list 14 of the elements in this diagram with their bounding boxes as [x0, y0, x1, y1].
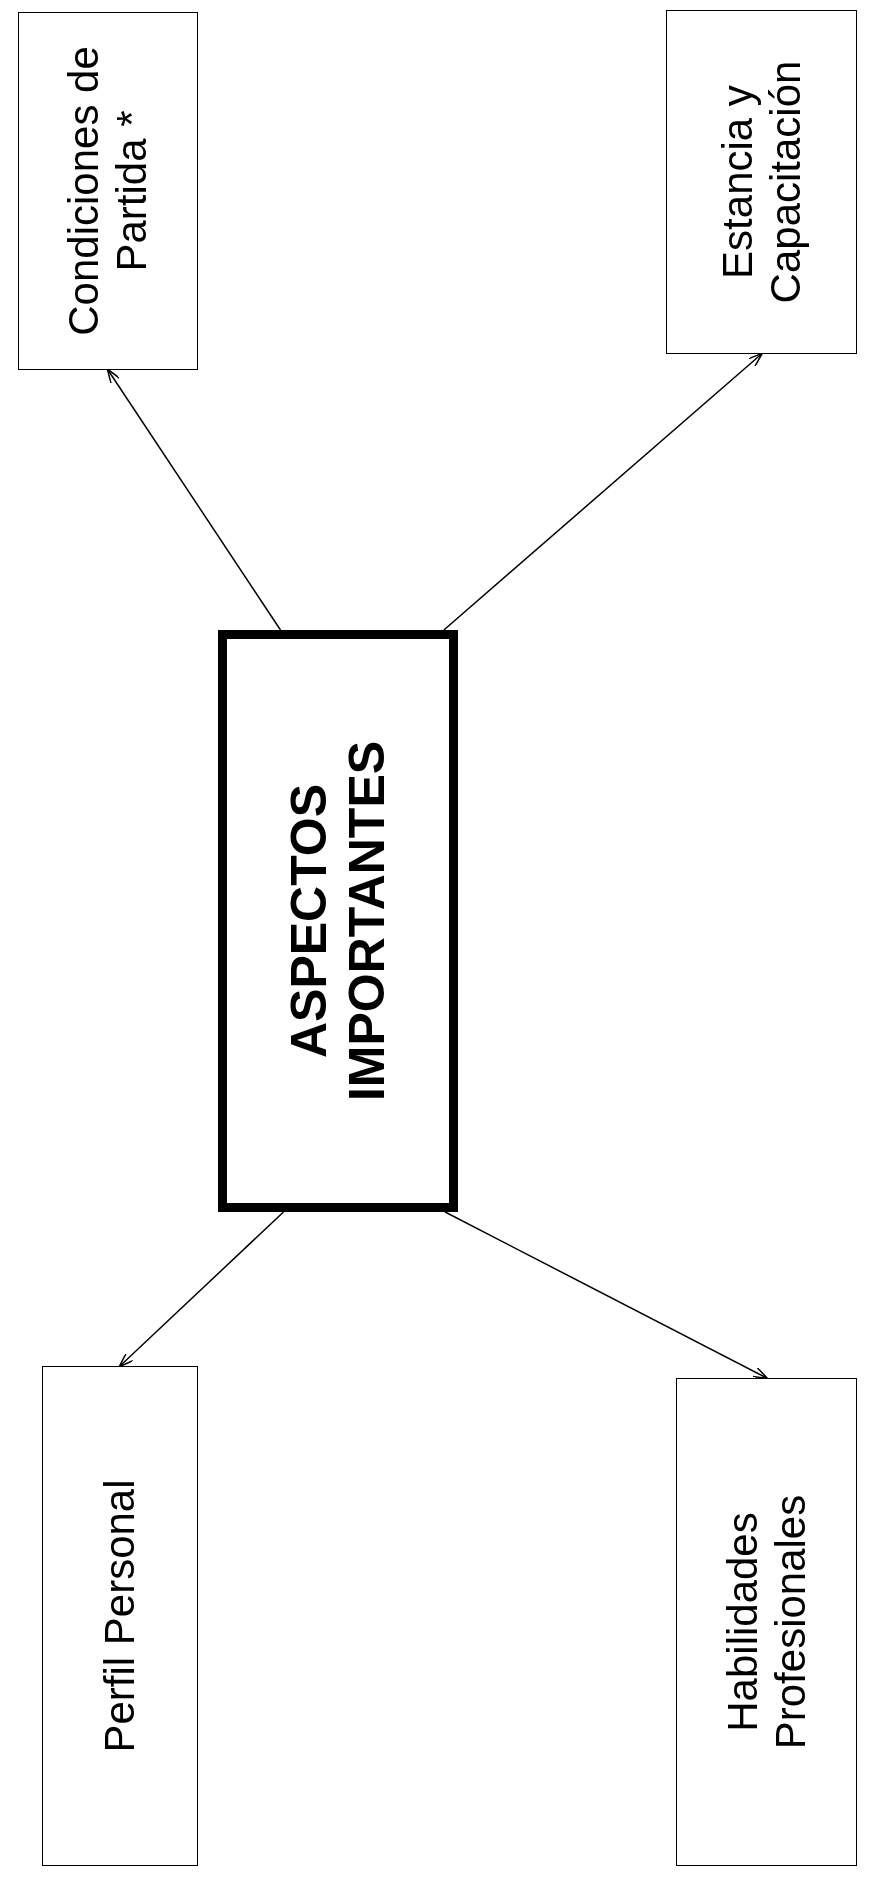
topic-box [18, 12, 198, 370]
topic-box [42, 1366, 198, 1866]
topic-box [666, 10, 857, 354]
central-box [218, 630, 458, 1212]
box-text: Habilidades Profesionales [718, 1493, 815, 1752]
topic-box [676, 1378, 857, 1866]
box-text: Condiciones de Partida * [59, 45, 156, 338]
arrow [444, 1211, 769, 1380]
box-text: ASPECTOS IMPORTANTES [280, 739, 395, 1104]
box-text: Estancia y Capacitación [713, 59, 810, 306]
arrow [118, 1211, 285, 1368]
arrow [106, 368, 282, 631]
arrow [443, 352, 763, 631]
box-text: Perfil Personal [95, 1478, 144, 1755]
